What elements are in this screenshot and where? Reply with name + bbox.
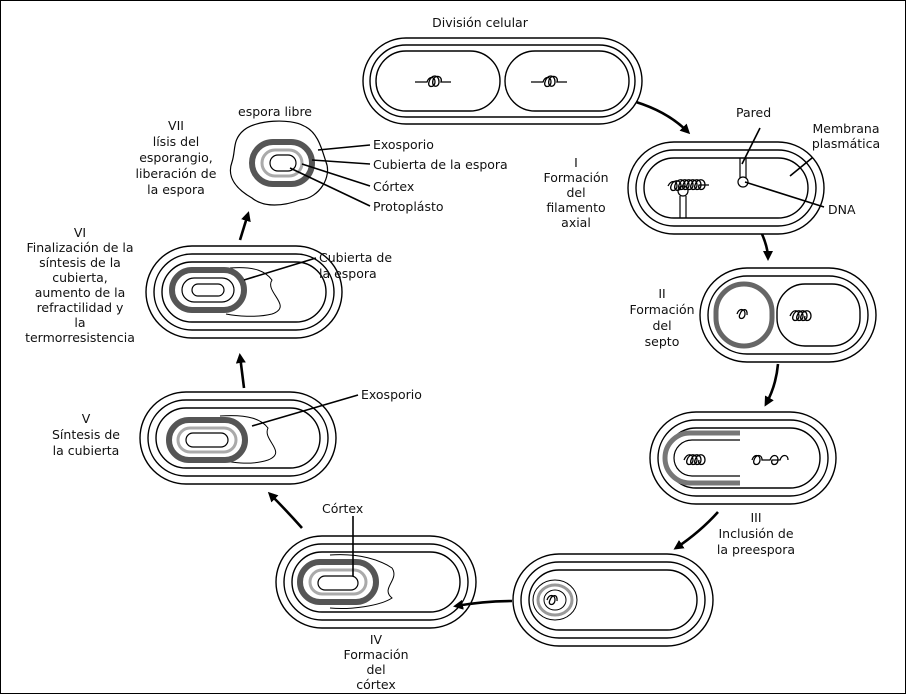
free-spore <box>230 121 327 205</box>
stage-ii-line-3: septo <box>645 334 680 349</box>
arrow-ii-to-iii <box>766 364 778 404</box>
stage-iii-line-1: Inclusión de <box>718 526 793 541</box>
stage-v-cell <box>140 392 336 484</box>
stage-vii-line-1: lísis del <box>153 134 200 149</box>
label-cubierta-de-2: la espora <box>319 266 377 281</box>
stage-i-line-2: del <box>566 185 585 200</box>
stage-iv-cell <box>276 536 476 628</box>
stage-iii-line-2: la preespora <box>717 542 795 557</box>
label-membrana-2: plasmática <box>812 136 880 151</box>
label-cubierta-espora: Cubierta de la espora <box>373 157 508 172</box>
arrow-i-to-ii <box>762 234 768 258</box>
stage-vi-line-6: la <box>74 315 85 330</box>
stage-iii-num: III <box>750 510 761 525</box>
stage-ii-line-2: del <box>652 318 671 333</box>
label-cortex-iv: Córtex <box>322 501 363 516</box>
stage-ii-line-1: Formación <box>629 302 694 317</box>
stage-vi-line-1: Finalización de la <box>26 240 133 255</box>
label-exosporio: Exosporio <box>373 137 434 152</box>
arrow-iii-to-preespora <box>676 512 718 548</box>
stage-vii-num: VII <box>168 118 184 133</box>
stage-iv-line-1: Formación <box>343 647 408 662</box>
stage-vii-line-2: esporangio, <box>139 150 213 165</box>
stage-iv-line-3: córtex <box>356 677 395 692</box>
label-cubierta-de-1: Cubierta de <box>319 250 392 265</box>
stage-i-num: I <box>574 155 578 170</box>
stage-vi-line-7: termorresistencia <box>25 330 135 345</box>
stage-vi-line-4: aumento de la <box>35 285 126 300</box>
stage-i-cell <box>628 142 824 234</box>
label-exosporio-v: Exosporio <box>361 387 422 402</box>
stage-ii-cell <box>700 268 876 362</box>
stage-v-num: V <box>82 411 91 426</box>
stage-vii-line-3: liberación de <box>136 166 217 181</box>
stage-iii-cell <box>650 412 836 504</box>
stage-ii-num: II <box>658 286 665 301</box>
preespora-cell <box>513 554 713 646</box>
stage-vii-line-4: la espora <box>147 182 205 197</box>
arrow-vi-to-vii <box>240 214 248 240</box>
dividing-cell <box>363 38 642 124</box>
stage-vi-line-3: cubierta, <box>52 270 108 285</box>
label-membrana-1: Membrana <box>813 121 880 136</box>
label-espora-libre: espora libre <box>238 104 312 119</box>
label-pared: Pared <box>736 105 771 120</box>
arrow-division-to-i <box>636 102 688 132</box>
stage-vi-num: VI <box>74 225 86 240</box>
stage-i-line-4: axial <box>561 215 591 230</box>
arrow-iv-to-v <box>270 494 302 528</box>
arrow-v-to-vi <box>240 356 244 388</box>
stage-vi-line-2: síntesis de la <box>39 255 121 270</box>
stage-v-line-1: Síntesis de <box>52 427 120 442</box>
label-protoplasto: Protoplásto <box>373 199 444 214</box>
stage-i-line-1: Formación <box>543 170 608 185</box>
stage-iv-line-2: del <box>366 662 385 677</box>
label-cortex: Córtex <box>373 179 414 194</box>
stage-vi-line-5: refractilidad y <box>37 300 124 315</box>
stage-v-line-2: la cubierta <box>53 443 120 458</box>
label-dna: DNA <box>828 202 856 217</box>
title-label: División celular <box>432 15 529 30</box>
stage-i-line-3: filamento <box>546 200 605 215</box>
stage-iv-num: IV <box>370 632 383 647</box>
